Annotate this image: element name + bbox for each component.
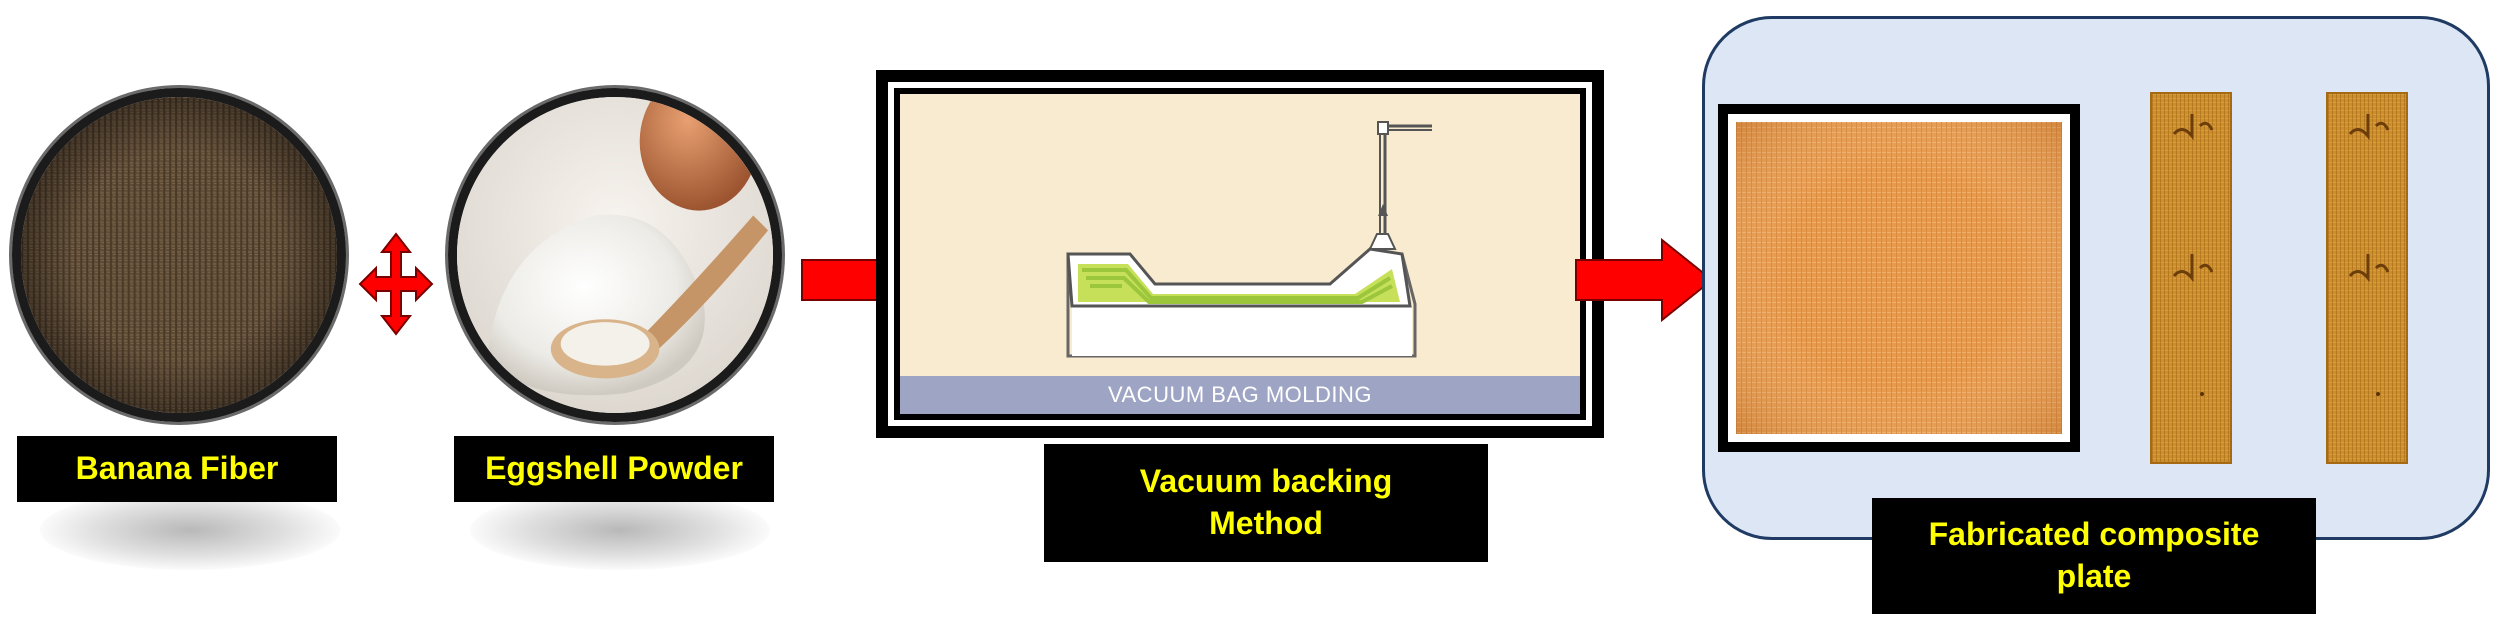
powder-shadow	[470, 490, 770, 570]
diagram-caption: VACUUM BAG MOLDING	[1107, 382, 1373, 407]
fiber-shadow	[40, 490, 340, 570]
result-label-line2: plate	[2056, 558, 2132, 594]
four-way-arrow-icon	[358, 232, 434, 336]
result-label-line1: Fabricated composite	[1928, 516, 2260, 553]
vacuum-backing-method-label: Vacuum backing Method	[1044, 444, 1488, 562]
banana-fiber-label: Banana Fiber	[17, 436, 337, 502]
banana-fiber-image	[12, 88, 346, 422]
right-arrow-icon	[1574, 237, 1714, 323]
test-specimen-2	[2326, 92, 2408, 464]
vacuum-label-line1: Vacuum backing	[1139, 463, 1393, 500]
diagram-caption-bar	[900, 376, 1580, 414]
vacuum-label-line2: Method	[1209, 505, 1323, 541]
eggshell-powder-label: Eggshell Powder	[454, 436, 774, 502]
vacuum-bag-molding-diagram: VACUUM BAG MOLDING	[900, 94, 1580, 414]
eggshell-powder-image	[448, 88, 782, 422]
test-specimen-1	[2150, 92, 2232, 464]
fabricated-composite-plate-label: Fabricated composite plate	[1872, 498, 2316, 614]
composite-plate-image	[1736, 122, 2062, 434]
